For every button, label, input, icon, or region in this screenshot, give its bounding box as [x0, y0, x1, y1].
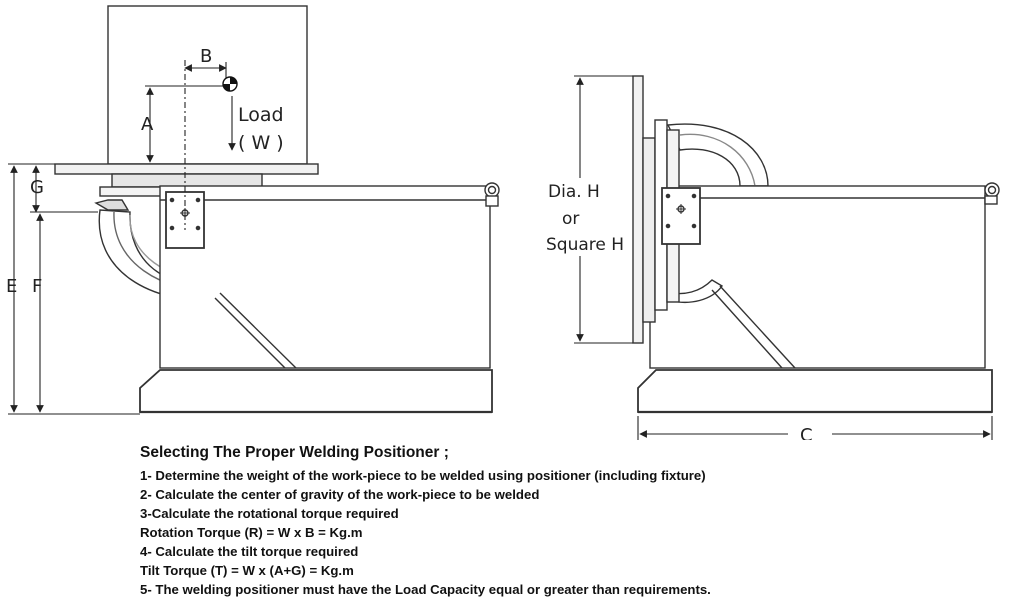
selection-notes: Selecting The Proper Welding Positioner …	[140, 444, 1010, 599]
body-housing	[159, 185, 491, 369]
dim-label-f: F	[32, 276, 42, 297]
load-weight-label: ( W )	[238, 132, 284, 154]
right-tilted-view	[632, 75, 1000, 414]
left-dimensions	[8, 60, 236, 415]
dim-label-a: A	[141, 114, 154, 135]
right-dimensions	[574, 75, 993, 440]
base	[139, 369, 493, 413]
tilt-torque-formula: Tilt Torque (T) = W x (A+G) = Kg.m	[140, 563, 354, 578]
center-of-gravity-icon	[222, 76, 238, 92]
dim-label-e: E	[6, 276, 17, 297]
left-side-view	[54, 5, 500, 414]
table-hub	[111, 173, 263, 188]
dim-label-g: G	[30, 177, 44, 198]
right-base	[637, 369, 993, 413]
dim-label-b: B	[200, 46, 212, 67]
step-3: 3-Calculate the rotational torque requir…	[140, 506, 399, 521]
notes-heading: Selecting The Proper Welding Positioner …	[140, 444, 449, 461]
dim-label-c: C	[800, 425, 813, 440]
rotary-table	[54, 163, 319, 175]
workpiece-box	[107, 5, 308, 165]
right-body-housing	[649, 185, 986, 369]
tilted-table	[632, 75, 644, 344]
square-label: Square H	[546, 235, 624, 255]
step-1: 1- Determine the weight of the work-piec…	[140, 468, 706, 483]
step-4: 4- Calculate the tilt torque required	[140, 544, 359, 559]
load-label: Load	[238, 104, 284, 126]
step-2: 2- Calculate the center of gravity of th…	[140, 487, 540, 502]
or-label: or	[562, 209, 579, 229]
step-5: 5- The welding positioner must have the …	[140, 582, 711, 597]
positioner-diagram: B A Load ( W ) G E F	[6, 5, 1000, 440]
diameter-label: Dia. H	[548, 182, 600, 202]
rotation-torque-formula: Rotation Torque (R) = W x B = Kg.m	[140, 525, 363, 540]
